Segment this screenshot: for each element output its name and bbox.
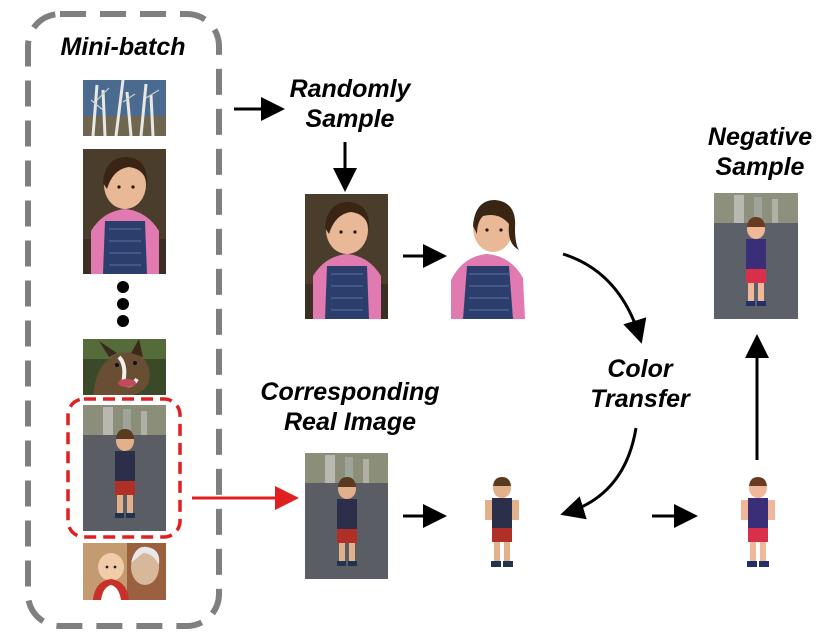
ellipsis-dot [117, 298, 129, 310]
dog-photo [83, 339, 166, 395]
real-image-boy-photo [305, 453, 388, 579]
negative-sample-label: Negative Sample [680, 122, 831, 182]
girl-pink-sweater-photo [83, 149, 166, 274]
negative-sample-line1: Negative [707, 123, 813, 151]
color-transfer-line2: Transfer [590, 385, 690, 413]
minibatch-frame [25, 11, 222, 629]
baby-and-elder-photo [83, 543, 166, 600]
recolored-boy-cutout [738, 476, 778, 568]
color-transfer-line1: Color [607, 355, 673, 383]
corresponding-real-image-label: Corresponding Real Image [245, 377, 455, 437]
random-sample-label: Randomly Sample [270, 74, 430, 134]
arrow-curve-from-color-transfer [560, 427, 638, 520]
negative-sample-line2: Sample [715, 153, 805, 181]
random-sample-line1: Randomly [289, 75, 411, 103]
arrow-curve-to-color-transfer [562, 252, 647, 344]
corresponding-line1: Corresponding [260, 378, 440, 406]
ellipsis-dot [117, 315, 129, 327]
minibatch-title: Mini-batch [60, 33, 186, 61]
sampled-girl-photo [305, 194, 388, 319]
corresponding-line2: Real Image [283, 408, 416, 436]
negative-sample-photo [714, 193, 798, 319]
ellipsis-dot [117, 281, 129, 293]
color-transfer-label: Color Transfer [570, 354, 710, 414]
birch-trees-photo [83, 80, 166, 136]
boy-cutout [482, 476, 522, 568]
selected-image-frame [66, 397, 182, 539]
random-sample-line2: Sample [305, 105, 395, 133]
girl-cutout [449, 194, 532, 319]
boy-street-photo [83, 405, 166, 531]
